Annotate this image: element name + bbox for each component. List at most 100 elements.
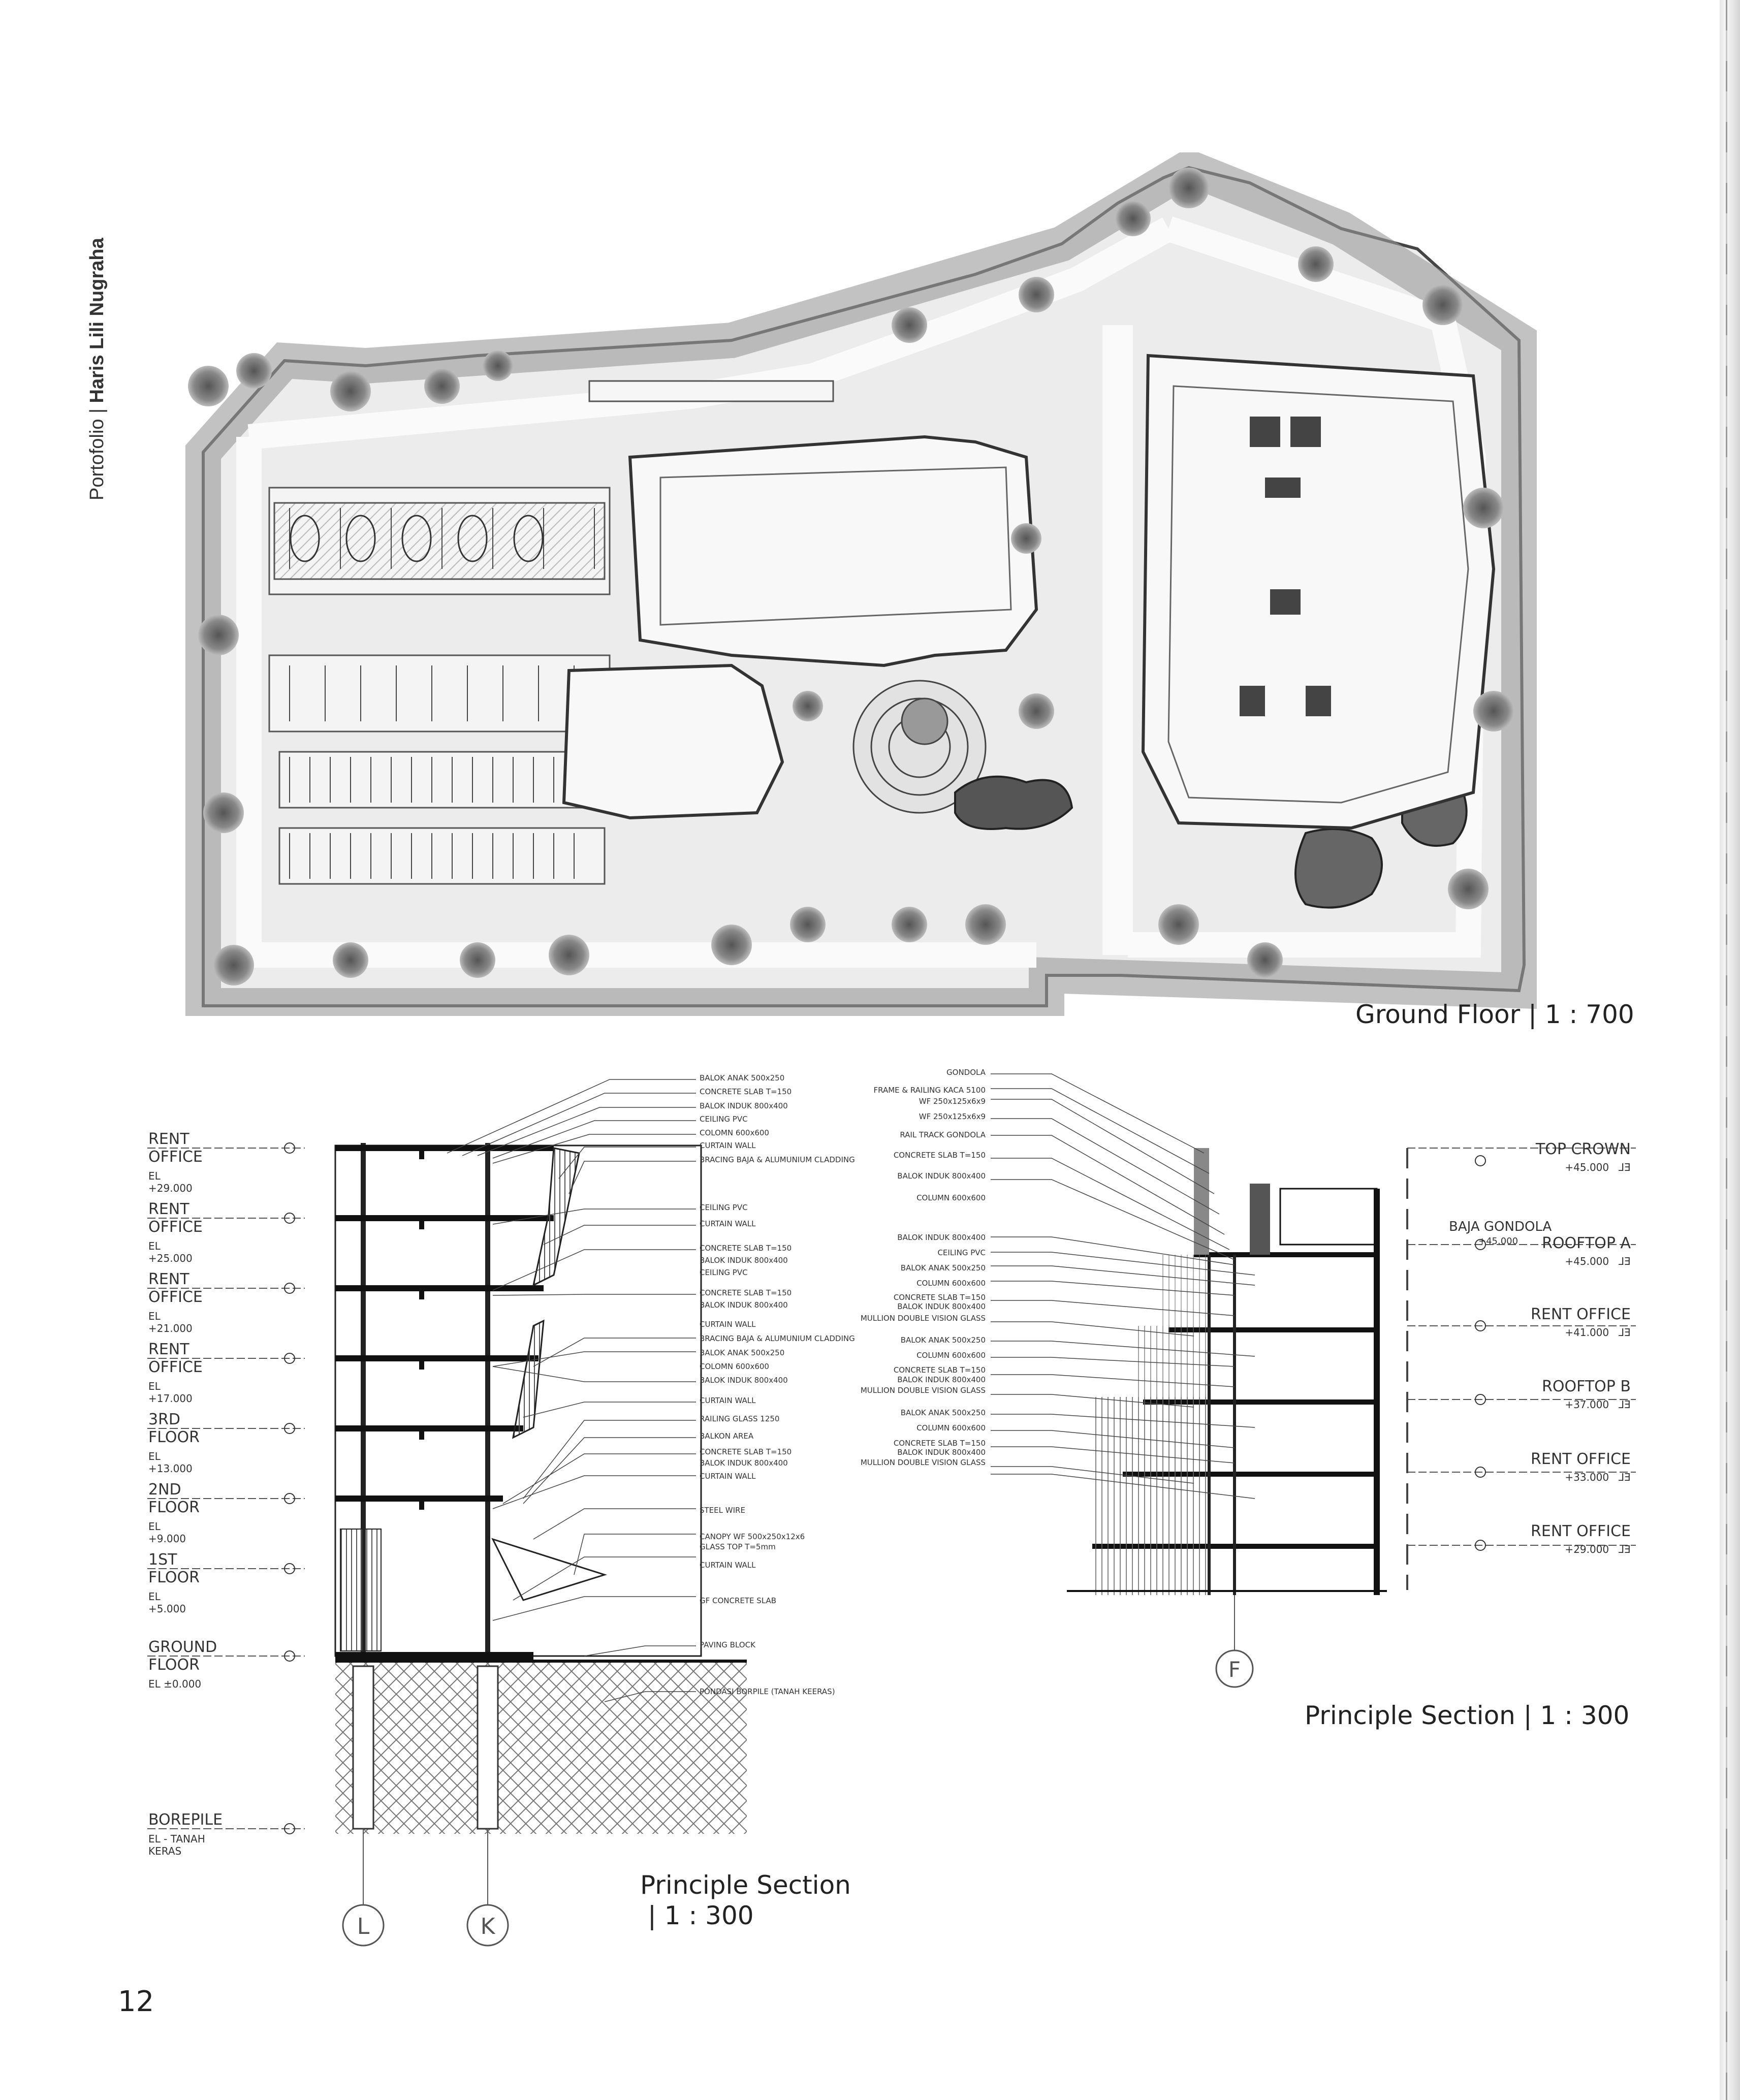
annotation: CONCRETE SLAB T=150 <box>700 1087 792 1096</box>
annotation: BALOK ANAK 500x250 <box>900 1408 986 1417</box>
annotation: RAILING GLASS 1250 <box>700 1414 780 1423</box>
annotation: BALOK INDUK 800x400 <box>897 1171 986 1181</box>
baja-gondola-label: BAJA GONDOLA <box>1449 1219 1552 1234</box>
annotation: GLASS TOP T=5mm <box>700 1542 776 1551</box>
pond-central <box>954 775 1073 830</box>
annotation: BRACING BAJA & ALUMUNIUM CLADDING <box>700 1155 855 1164</box>
annotation: WF 250x125x6x9 <box>919 1112 986 1121</box>
section-left-caption-scale: | 1 : 300 <box>648 1901 754 1930</box>
level-label: RENT OFFICE+41.000 EL <box>1531 1306 1631 1339</box>
annotation: BALOK INDUK 800x400 <box>700 1101 788 1110</box>
annotation: WF 250x125x6x9 <box>919 1097 986 1106</box>
annotation: BALKON AREA <box>700 1431 754 1441</box>
annotation: STEEL WIRE <box>700 1506 745 1515</box>
annotation: PONDASI BORPILE (TANAH KEERAS) <box>700 1687 835 1696</box>
soil-hatch <box>335 1661 747 1834</box>
canopy <box>491 1538 607 1601</box>
annotation: CONCRETE SLAB T=150 <box>893 1439 986 1448</box>
annotation: COLUMN 600x600 <box>916 1351 986 1360</box>
annotation: CONCRETE SLAB T=150 <box>893 1151 986 1160</box>
annotation: CONCRETE SLAB T=150 <box>893 1293 986 1302</box>
grid-label-k: K <box>481 1914 496 1939</box>
annotation: CURTAIN WALL <box>700 1320 756 1329</box>
annotation: MULLION DOUBLE VISION GLASS <box>860 1458 986 1467</box>
mullion-glass <box>1092 1397 1209 1595</box>
section-right-caption: Principle Section | 1 : 300 <box>1305 1701 1630 1730</box>
annotation: CONCRETE SLAB T=150 <box>700 1244 792 1253</box>
annotation: MULLION DOUBLE VISION GLASS <box>860 1314 986 1323</box>
annotation: CEILING PVC <box>700 1203 748 1212</box>
level-label: TOP CROWN+45.000 EL <box>1535 1140 1631 1173</box>
annotation: BALOK INDUK 800x400 <box>700 1256 788 1265</box>
level-label: ROOFTOP A+45.000 EL <box>1542 1234 1631 1267</box>
parking-lot-north <box>268 487 611 885</box>
annotation: RAIL TRACK GONDOLA <box>900 1130 986 1139</box>
annotation: BALOK INDUK 800x400 <box>897 1375 986 1384</box>
annotation: CURTAIN WALL <box>700 1561 756 1570</box>
annotation: CEILING PVC <box>937 1248 986 1257</box>
annotation: PAVING BLOCK <box>700 1640 755 1649</box>
annotation: CURTAIN WALL <box>700 1472 756 1481</box>
annotation: CONCRETE SLAB T=150 <box>700 1288 792 1297</box>
annotation: BRACING BAJA & ALUMUNIUM CLADDING <box>700 1334 855 1343</box>
amphitheater <box>852 680 987 814</box>
annotation: CONCRETE SLAB T=150 <box>893 1365 986 1375</box>
annotation: CANOPY WF 500x250x12x6 <box>700 1532 805 1541</box>
annotation: BALOK ANAK 500x250 <box>900 1335 986 1345</box>
section-left-caption-title: Principle Section <box>640 1870 851 1900</box>
grid-label-f: F <box>1228 1657 1241 1682</box>
annotation: BALOK ANAK 500x250 <box>900 1263 986 1272</box>
section-left-drawing: L K <box>147 1079 747 1947</box>
annotation: CEILING PVC <box>700 1115 748 1124</box>
facade-cladding-upper <box>532 1147 580 1287</box>
annotation: BALOK INDUK 800x400 <box>897 1233 986 1242</box>
annotation: COLOMN 600x600 <box>700 1128 769 1137</box>
author-sidebar: Portofolio | Haris Lili Nugraha <box>86 238 108 500</box>
annotation: BALOK INDUK 800x400 <box>700 1376 788 1385</box>
baja-gondola-el: +45.000 <box>1478 1236 1518 1247</box>
annotation: FRAME & RAILING KACA 5100 <box>873 1086 986 1095</box>
level-label: RENT OFFICE+29.000 EL <box>1531 1522 1631 1555</box>
annotation: COLUMN 600x600 <box>916 1193 986 1202</box>
annotation: MULLION DOUBLE VISION GLASS <box>860 1386 986 1395</box>
annotation: BALOK INDUK 800x400 <box>700 1458 788 1468</box>
annotation: BALOK INDUK 800x400 <box>897 1302 986 1311</box>
section-right-drawing: F <box>991 1073 1636 1688</box>
annotation: BALOK ANAK 500x250 <box>700 1348 785 1357</box>
portfolio-label: Portofolio | <box>86 403 108 500</box>
annotation: CONCRETE SLAB T=150 <box>700 1447 792 1456</box>
ground-floor-site-plan <box>185 152 1537 1016</box>
ground-floor-caption: Ground Floor | 1 : 700 <box>1355 1000 1634 1029</box>
landscape-trees <box>188 168 1514 985</box>
east-tower <box>1141 354 1496 830</box>
annotation: BALOK ANAK 500x250 <box>700 1073 785 1083</box>
pond-east-1 <box>1294 828 1383 909</box>
page-edge-shadow <box>1720 0 1740 2100</box>
annotation: BALOK INDUK 800x400 <box>700 1300 788 1310</box>
page-number: 12 <box>118 1985 154 2018</box>
author-name: Haris Lili Nugraha <box>86 238 108 403</box>
annotation: COLOMN 600x600 <box>700 1362 769 1371</box>
south-wing <box>562 663 784 820</box>
annotation: COLUMN 600x600 <box>916 1279 986 1288</box>
level-label: RENT OFFICE+33.000 EL <box>1531 1450 1631 1483</box>
annotation: GONDOLA <box>946 1068 986 1077</box>
annotation: BALOK INDUK 800x400 <box>897 1448 986 1457</box>
level-label: ROOFTOP B+37.000 EL <box>1542 1378 1631 1411</box>
annotation: COLUMN 600x600 <box>916 1423 986 1433</box>
annotation: CURTAIN WALL <box>700 1396 756 1405</box>
annotation: CURTAIN WALL <box>700 1219 756 1228</box>
podium-building <box>628 435 1038 667</box>
annotation: GF CONCRETE SLAB <box>700 1596 777 1605</box>
annotation: CEILING PVC <box>700 1268 748 1277</box>
annotation: CURTAIN WALL <box>700 1141 756 1150</box>
